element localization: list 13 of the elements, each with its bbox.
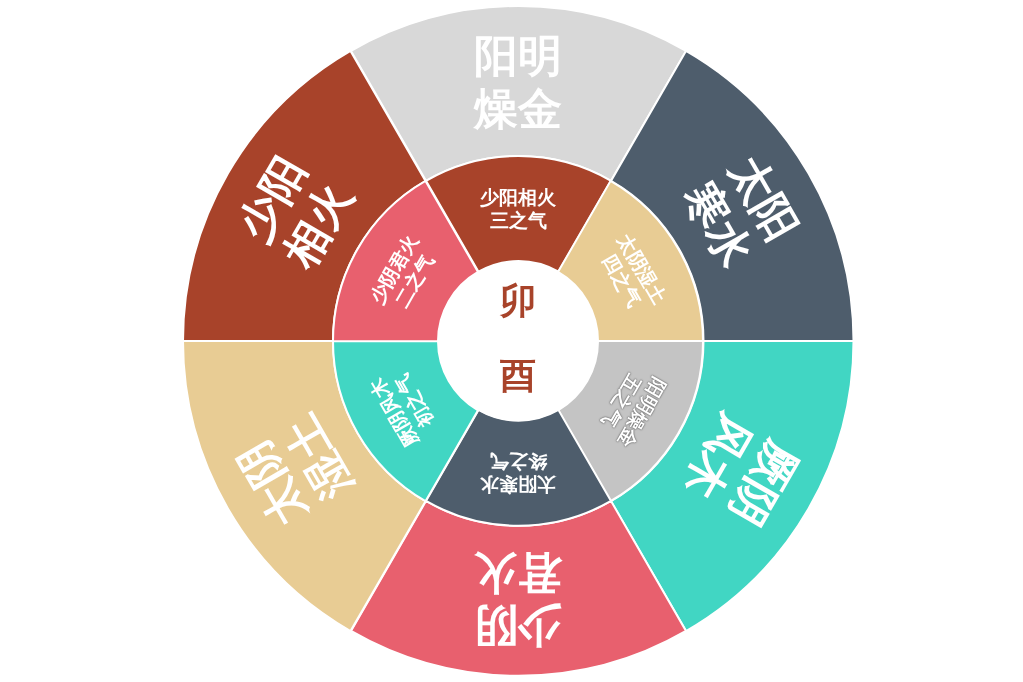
sector-label: 太阳寒水 (674, 146, 811, 278)
qi-label: 太阳寒水终之气 (479, 450, 557, 496)
qi-label: 少阳相火三之气 (479, 186, 557, 232)
qi-label: 太阴湿土四之气 (598, 229, 673, 313)
branch-label: 酉 (499, 356, 537, 396)
sector-label: 少阴君火 (473, 547, 564, 652)
branch-label: 卯 (499, 281, 537, 321)
sector-label: 太阴湿土 (225, 405, 362, 537)
qi-label: 阳明燥金五之气 (598, 370, 673, 453)
sector-label: 厥阴风木 (674, 405, 811, 537)
sector-label: 少阳相火 (225, 146, 362, 278)
qi-label: 少阴君火二之气 (363, 229, 438, 313)
qi-label: 厥阴风木初之气 (363, 370, 438, 453)
